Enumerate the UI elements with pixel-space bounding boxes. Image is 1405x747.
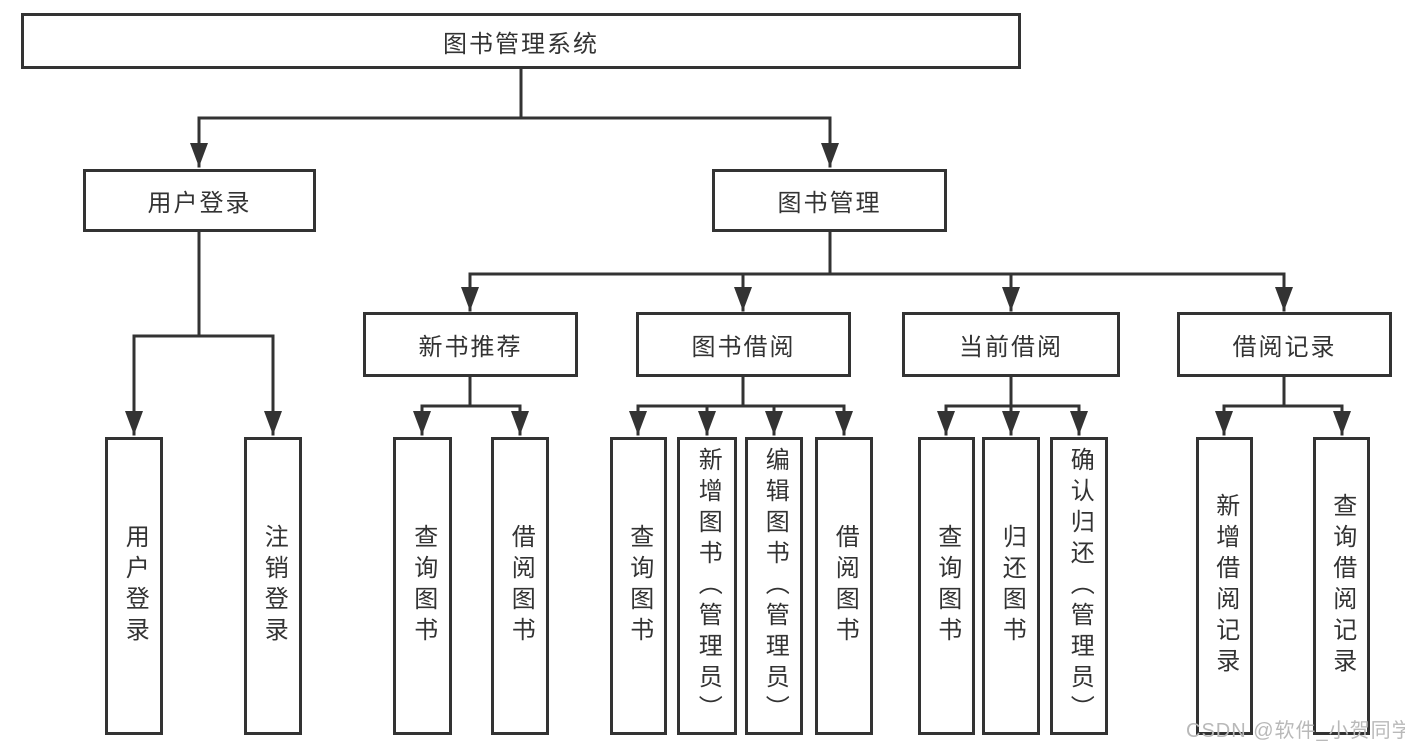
leaf-logout: 注销登录 [244,437,302,735]
leaf-edit-book-admin: 编辑图书（管理员） [745,437,803,735]
node-book-management: 图书管理 [712,169,947,232]
leaf-add-borrow-record-label: 新增借阅记录 [1211,493,1239,679]
node-book-management-label: 图书管理 [777,190,882,217]
node-book-borrow: 图书借阅 [636,312,851,377]
leaf-query-book-borrow: 查询图书 [610,437,667,735]
leaf-query-book-borrow-label: 查询图书 [625,524,653,648]
csdn-watermark: CSDN @软件_小贺同学 [1186,720,1405,742]
leaf-query-book-current-label: 查询图书 [933,524,961,648]
leaf-borrow-book-recommend: 借阅图书 [491,437,549,735]
node-user-login-label: 用户登录 [147,190,252,217]
leaf-add-borrow-record: 新增借阅记录 [1196,437,1253,735]
leaf-query-book-recommend: 查询图书 [393,437,452,735]
leaf-query-book-current: 查询图书 [918,437,975,735]
leaf-return-book-label: 归还图书 [998,524,1026,648]
leaf-confirm-return-admin: 确认归还（管理员） [1050,437,1108,735]
leaf-borrow-book-recommend-label: 借阅图书 [507,524,535,648]
leaf-edit-book-admin-label: 编辑图书（管理员） [761,446,789,726]
leaf-logout-label: 注销登录 [260,524,288,648]
node-new-book-recommend: 新书推荐 [363,312,578,377]
leaf-query-borrow-record: 查询借阅记录 [1313,437,1370,735]
leaf-query-borrow-record-label: 查询借阅记录 [1328,493,1356,679]
leaf-confirm-return-admin-label: 确认归还（管理员） [1066,446,1094,726]
node-library-system: 图书管理系统 [21,13,1021,69]
leaf-borrow-book-label: 借阅图书 [831,524,859,648]
node-borrow-records-label: 借阅记录 [1232,334,1337,361]
node-book-borrow-label: 图书借阅 [691,334,796,361]
leaf-return-book: 归还图书 [982,437,1040,735]
node-current-borrow-label: 当前借阅 [959,334,1063,361]
node-new-book-recommend-label: 新书推荐 [418,334,523,361]
leaf-user-login-label: 用户登录 [121,524,149,648]
node-library-system-label: 图书管理系统 [443,30,599,58]
node-current-borrow: 当前借阅 [902,312,1120,377]
leaf-add-book-admin-label: 新增图书（管理员） [694,446,722,726]
node-user-login: 用户登录 [83,169,316,232]
leaf-borrow-book: 借阅图书 [815,437,873,735]
leaf-query-book-recommend-label: 查询图书 [409,524,437,648]
leaf-user-login: 用户登录 [105,437,163,735]
node-borrow-records: 借阅记录 [1177,312,1392,377]
leaf-add-book-admin: 新增图书（管理员） [677,437,737,735]
